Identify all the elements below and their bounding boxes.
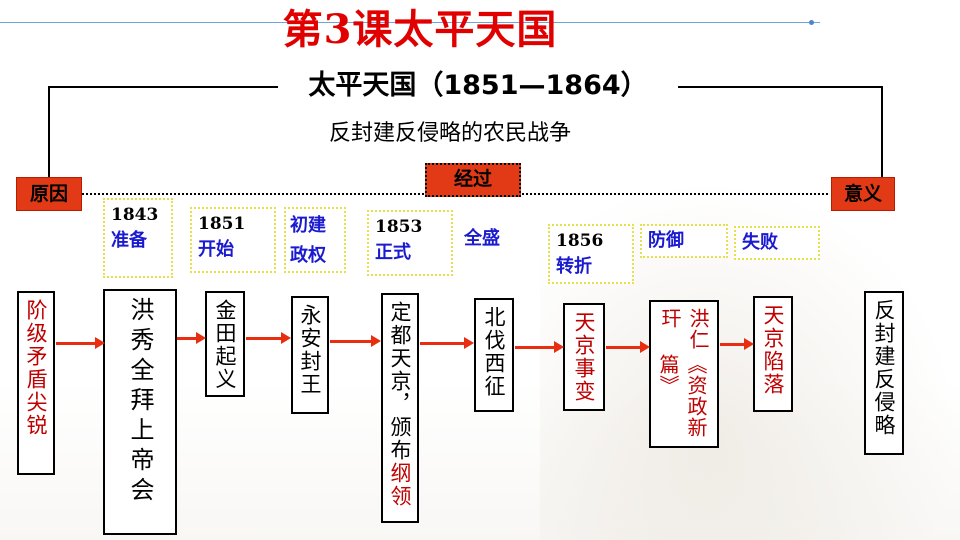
arrow [420,337,474,349]
label-cause: 原因 [16,177,82,211]
arrow [515,341,564,353]
event-tianjing-incident: 天京事变 [563,303,605,411]
phase-1843: 1843 准备 [103,198,173,278]
event-text-highlight: 纲领 [388,462,412,508]
event-text: 定都天京，颁布 [388,301,412,462]
arrow [720,338,754,350]
phase-year: 1853 [375,217,423,237]
phase-label: 开始 [198,239,234,260]
phase-1853: 1853 正式 [367,210,453,276]
phase-label: 准备 [111,230,147,251]
phase-defense: 防御 [640,224,728,258]
phase-label: 失败 [742,232,778,253]
event-north-west: 北伐西征 [474,298,514,412]
event-class-conflict: 阶级矛盾尖锐 [17,291,55,475]
phase-year: 1856 [556,231,604,251]
header-rule-dot [809,20,814,25]
phase-year: 1851 [198,214,246,234]
event-text: 洪仁玕 [658,308,710,350]
phase-label: 转折 [556,256,592,277]
arrow [177,332,206,344]
event-significance: 反封建反侵略 [864,291,904,455]
phase-peak: 全盛 [458,224,538,258]
event-yongan: 永安封王 [291,296,329,414]
main-title: 太平天国（1851—1864） [278,66,678,106]
arrow [606,341,650,353]
arrow [56,337,105,349]
event-text-highlight: 《资政新篇》 [656,354,708,438]
arrow [330,335,381,347]
subtitle: 反封建反侵略的农民战争 [328,121,571,146]
arrow [246,332,291,344]
label-significance: 意义 [831,177,895,211]
phase-label: 全盛 [464,228,500,249]
event-hong-xiuquan: 洪秀全拜上帝会 [103,289,177,535]
phase-1851: 1851 开始 [190,207,276,273]
event-tianjing-fall: 天京陷落 [753,296,793,412]
phase-label: 正式 [375,242,411,263]
phase-year: 1843 [111,205,159,225]
header-rule [0,22,820,23]
lesson-title: 第3课太平天国 [282,6,558,53]
event-tianjing-capital: 定都天京，颁布纲领 [381,293,419,523]
event-hong-rengan: 洪仁玕 《资政新篇》 [649,300,719,448]
label-process: 经过 [425,163,521,197]
phase-failure: 失败 [734,226,820,260]
phase-label: 防御 [648,230,684,251]
phase-1856: 1856 转折 [548,224,634,284]
phase-initial-regime: 初建政权 [284,207,346,273]
event-jintian-uprising: 金田起义 [205,291,245,397]
phase-label: 初建政权 [290,215,326,266]
